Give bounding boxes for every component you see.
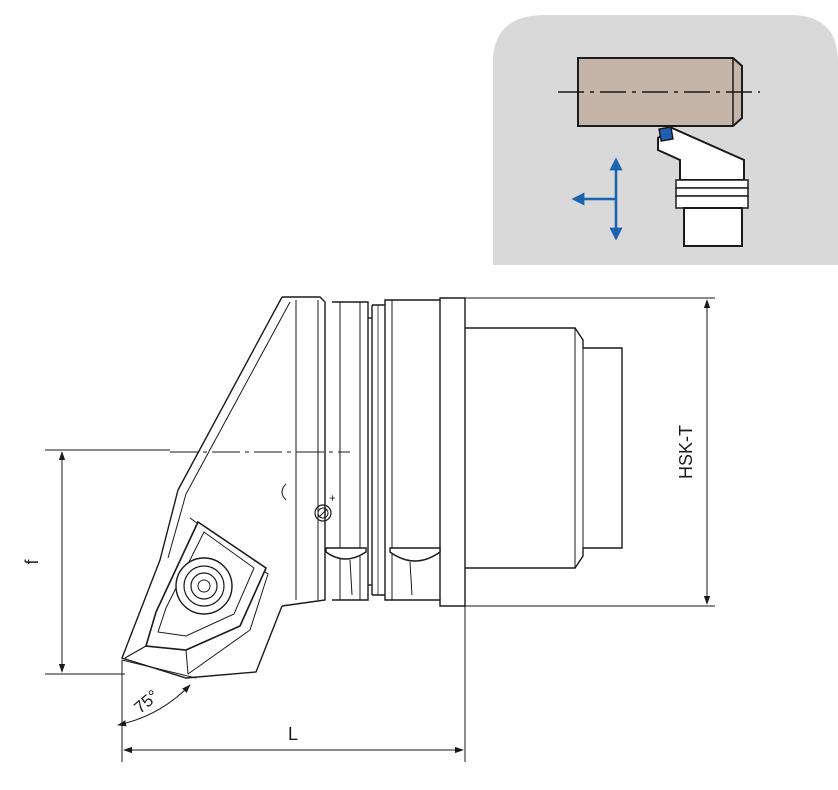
flange-body xyxy=(325,297,466,607)
label-hsk-t: HSK-T xyxy=(676,425,696,479)
dimensions xyxy=(45,297,715,762)
label-angle: 75° xyxy=(131,686,163,717)
label-plus: + xyxy=(327,495,339,501)
operation-inset xyxy=(493,15,838,265)
cylinder-workpiece-icon xyxy=(558,57,760,127)
cross-arrows-icon xyxy=(571,157,623,241)
head-body xyxy=(177,296,332,607)
tool-holder-drawing xyxy=(121,296,623,679)
turning-tool-holder-icon xyxy=(657,126,749,247)
hsk-shank xyxy=(465,327,623,569)
cutting-insert xyxy=(124,520,268,659)
label-f: f xyxy=(22,559,42,565)
label-l: L xyxy=(288,724,298,744)
